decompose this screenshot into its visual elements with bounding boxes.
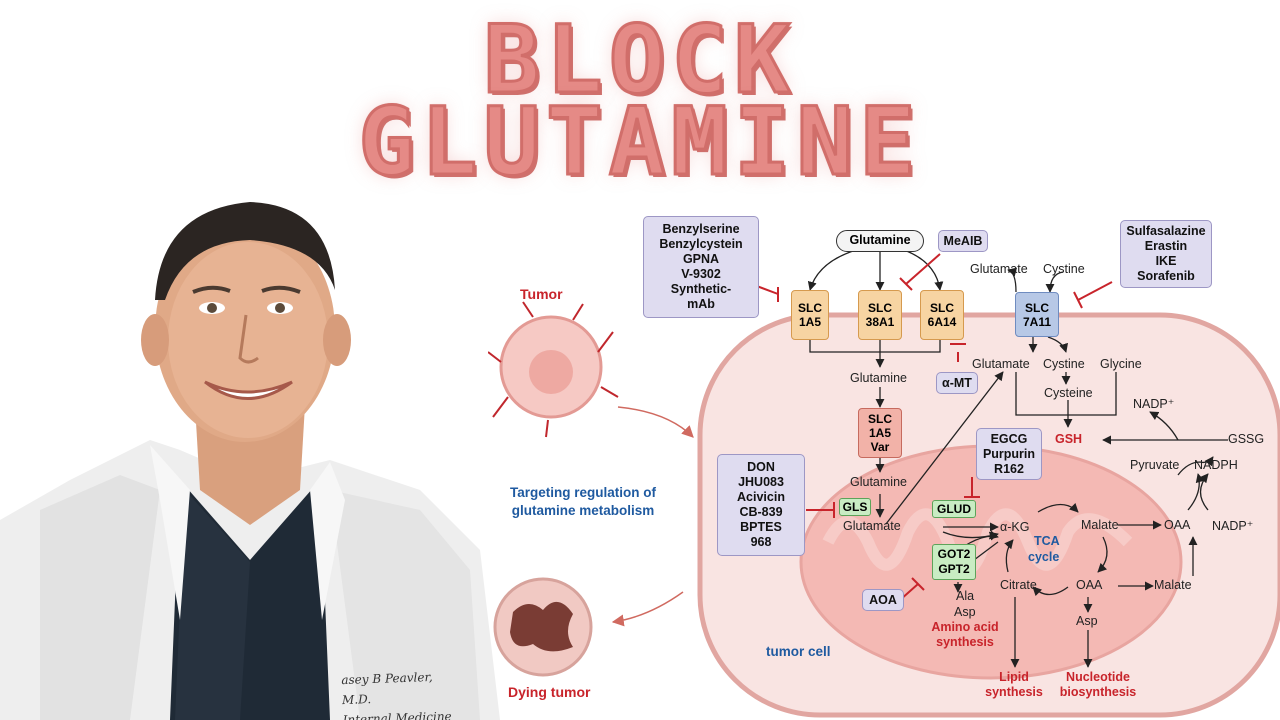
asp-2: Asp xyxy=(1076,614,1098,628)
cycle-label: cycle xyxy=(1028,550,1060,564)
citrate: Citrate xyxy=(1000,578,1037,592)
amino-acid-synthesis: Amino acid synthesis xyxy=(931,620,999,649)
transporter-slc1a5-var: SLC 1A5 Var xyxy=(858,408,902,458)
oaa-cytosol: OAA xyxy=(1164,518,1191,532)
malate-cytosol: Malate xyxy=(1154,578,1192,592)
enzyme-gls: GLS xyxy=(839,498,871,516)
tumor-label: Tumor xyxy=(520,286,563,302)
nadp-plus-top: NADP⁺ xyxy=(1133,397,1175,411)
alpha-kg: α-KG xyxy=(1000,520,1030,534)
transporter-slc6a14: SLC 6A14 xyxy=(920,290,964,340)
glutamine-metabolism-diagram: Tumor Targeting regulation of glutamine … xyxy=(488,212,1280,720)
transporter-slc7a11: SLC 7A11 xyxy=(1015,292,1059,337)
nadph: NADPH xyxy=(1194,458,1238,472)
pyruvate: Pyruvate xyxy=(1130,458,1180,472)
title-line-1: BLOCK xyxy=(482,6,797,115)
enzyme-glud: GLUD xyxy=(932,500,976,518)
inhibitor-alpha-mt: α-MT xyxy=(936,372,978,394)
glutamine-cytosol: Glutamine xyxy=(850,475,907,489)
malate-mito: Malate xyxy=(1081,518,1119,532)
inhibitor-box-gls: DON JHU083 Acivicin CB-839 BPTES 968 xyxy=(717,454,805,556)
tca-label: TCA xyxy=(1034,534,1060,548)
dying-tumor-label: Dying tumor xyxy=(508,684,591,700)
transporter-slc38a1: SLC 38A1 xyxy=(858,290,902,340)
diagram-graphics xyxy=(488,249,1280,718)
signature: asey B Peavler, M.D. Internal Medicine xyxy=(341,666,463,720)
gsh: GSH xyxy=(1055,432,1083,446)
tumor-cell-label: tumor cell xyxy=(766,644,831,659)
inhibitor-meaib: MeAIB xyxy=(938,230,988,252)
gssg: GSSG xyxy=(1228,432,1265,446)
nucleotide-biosynthesis: Nucleotide biosynthesis xyxy=(1059,670,1137,699)
glutamine-extracellular: Glutamine xyxy=(836,230,924,252)
inhibitor-box-slc7a11: Sulfasalazine Erastin IKE Sorafenib xyxy=(1120,220,1212,288)
cysteine: Cysteine xyxy=(1044,386,1093,400)
cystine-extracellular: Cystine xyxy=(1043,262,1085,276)
nadp-plus-right: NADP⁺ xyxy=(1212,519,1254,533)
glutamate-intracellular: Glutamate xyxy=(972,357,1030,371)
dying-tumor-illustration xyxy=(493,577,593,677)
tumor-illustration xyxy=(488,301,619,438)
doctor-portrait xyxy=(0,202,500,720)
cystine-intracellular: Cystine xyxy=(1043,357,1085,371)
inhibitor-box-slc1a5: Benzylserine Benzylcystein GPNA V-9302 S… xyxy=(643,216,759,318)
glycine: Glycine xyxy=(1100,357,1142,371)
ala: Ala xyxy=(956,589,975,603)
oaa-mito: OAA xyxy=(1076,578,1103,592)
signature-name: asey B Peavler, M.D. xyxy=(341,669,433,708)
inhibitor-box-glud: EGCG Purpurin R162 xyxy=(976,428,1042,480)
targeting-label: Targeting regulation of glutamine metabo… xyxy=(510,485,656,518)
inhibitor-aoa: AOA xyxy=(862,589,904,611)
lipid-synthesis: Lipid synthesis xyxy=(985,670,1043,699)
glutamine-intracellular: Glutamine xyxy=(850,371,907,385)
glutamate-extracellular: Glutamate xyxy=(970,262,1028,276)
transporter-slc1a5: SLC 1A5 xyxy=(791,290,829,340)
glutamate-cytosol: Glutamate xyxy=(843,519,901,533)
asp-1: Asp xyxy=(954,605,976,619)
title-line-2: GLUTAMINE xyxy=(357,88,922,197)
enzyme-got2-gpt2: GOT2 GPT2 xyxy=(932,544,976,580)
